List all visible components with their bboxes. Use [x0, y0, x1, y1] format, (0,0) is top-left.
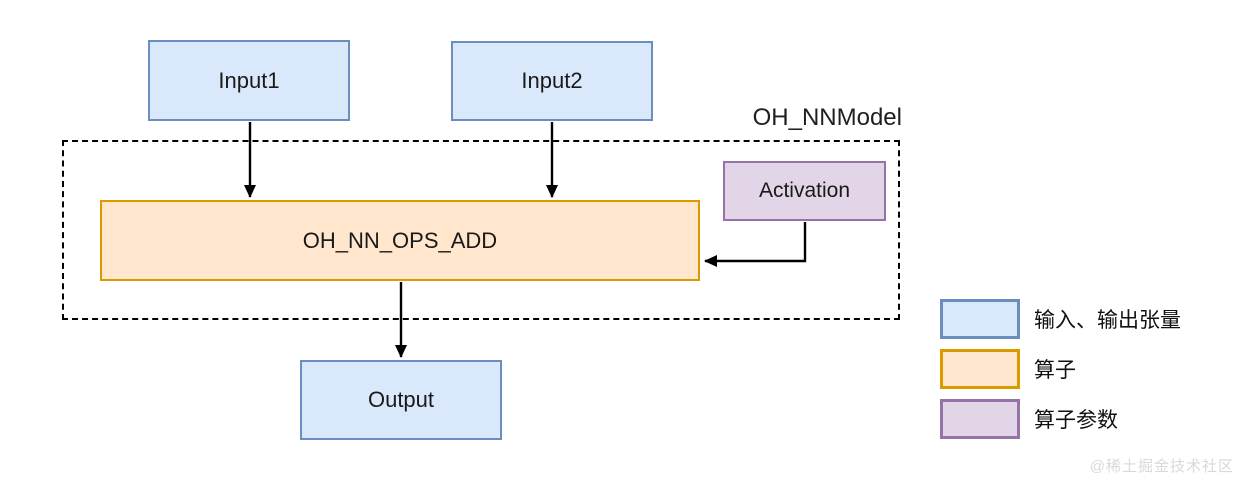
legend-row-param: 算子参数 — [940, 399, 1181, 439]
model-label: OH_NNModel — [752, 104, 902, 131]
node-activation: Activation — [723, 161, 886, 221]
node-output: Output — [300, 360, 502, 440]
node-output-label: Output — [367, 387, 435, 412]
node-input1: Input1 — [148, 40, 350, 121]
legend-row-operator: 算子 — [940, 349, 1181, 389]
legend-swatch-operator — [940, 349, 1020, 389]
node-operator-add-label: OH_NN_OPS_ADD — [302, 227, 498, 253]
legend-label-param: 算子参数 — [1034, 409, 1118, 432]
legend-label-tensor: 输入、输出张量 — [1034, 309, 1181, 332]
node-input2-label: Input2 — [521, 68, 583, 93]
node-operator-add: OH_NN_OPS_ADD — [100, 200, 700, 281]
legend-swatch-param — [940, 399, 1020, 439]
watermark: @稀土掘金技术社区 — [1089, 458, 1234, 475]
node-activation-label: Activation — [758, 179, 851, 202]
legend-row-tensor: 输入、输出张量 — [940, 299, 1181, 339]
legend-swatch-tensor — [940, 299, 1020, 339]
legend: 输入、输出张量 算子 算子参数 — [940, 299, 1181, 439]
model-container-box — [62, 140, 900, 320]
node-input1-label: Input1 — [218, 67, 280, 93]
node-input2: Input2 — [451, 41, 653, 121]
legend-label-operator: 算子 — [1034, 359, 1076, 382]
